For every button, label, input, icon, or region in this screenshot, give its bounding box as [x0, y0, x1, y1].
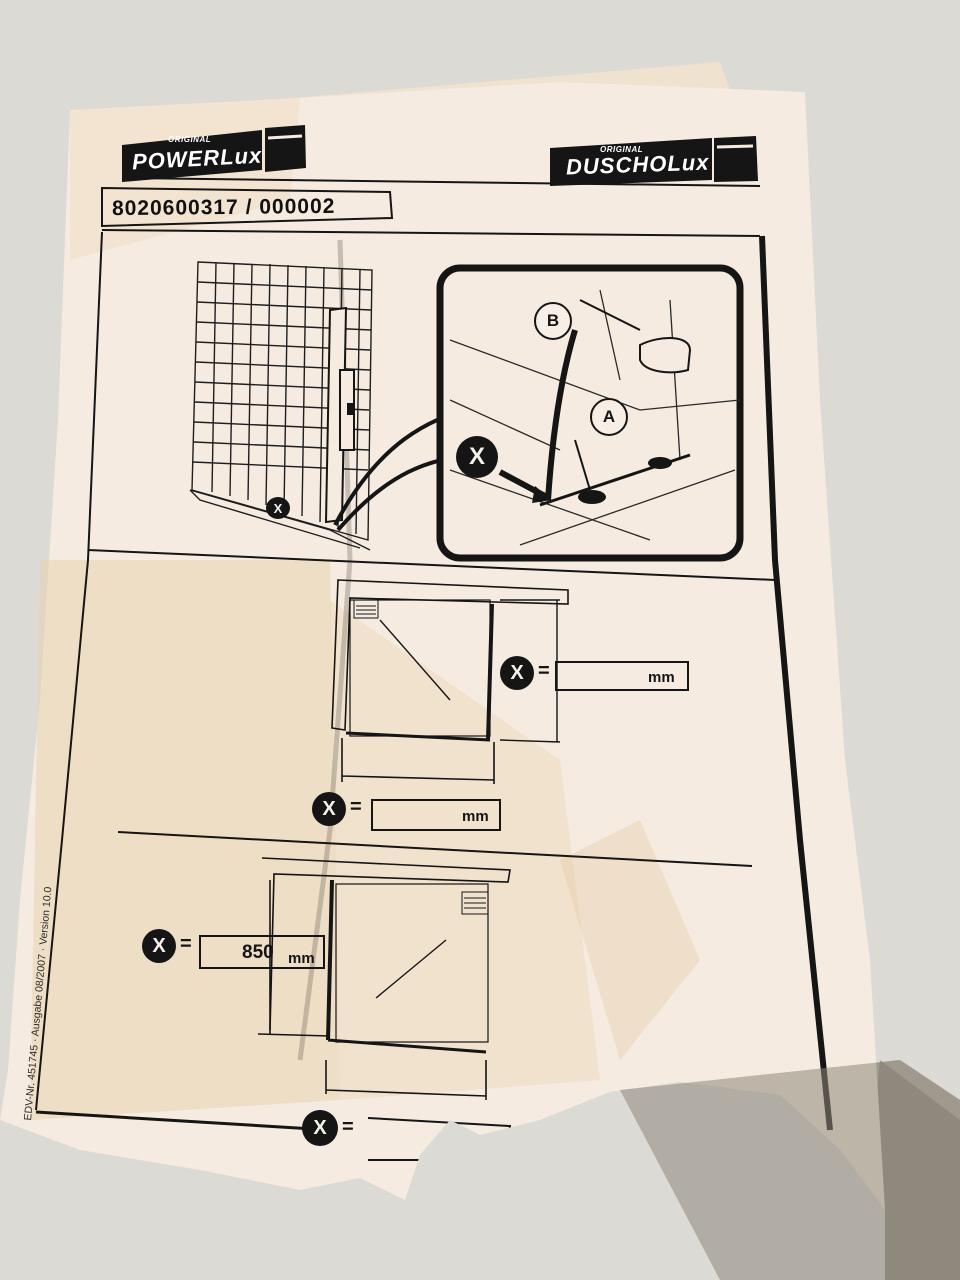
measure-4-label: X — [302, 1110, 338, 1146]
measure-box-3 — [199, 935, 325, 969]
logo-right-original: ORIGINAL — [600, 145, 644, 154]
measure-3-equals: = — [180, 933, 192, 955]
hand-b-icon — [639, 337, 692, 374]
shower-door-profile — [324, 306, 355, 524]
callout-x-detail: X — [456, 436, 498, 478]
measure-2-label: X — [312, 792, 346, 826]
measure-box-2 — [371, 799, 501, 831]
seal-strip-b — [545, 329, 578, 501]
measure-3-unit: mm — [288, 950, 315, 967]
measure-box-1 — [555, 661, 689, 691]
measure-1-unit: mm — [648, 669, 675, 686]
plan-diagram-1 — [331, 579, 689, 831]
article-code: 8020600317 / 000002 — [111, 194, 336, 221]
logo-right-name: DUSCHOLux — [565, 149, 710, 180]
measure-3-value: 850 — [242, 942, 274, 963]
logo-left — [122, 125, 306, 182]
measure-2-equals: = — [350, 796, 362, 818]
callout-a: A — [590, 398, 628, 436]
measure-1-equals: = — [538, 660, 550, 682]
logo-right — [550, 136, 758, 186]
article-code-box — [101, 186, 394, 228]
measure-1-label: X — [500, 656, 534, 690]
detail-panel-floor — [449, 289, 741, 546]
hand-a-icon — [574, 439, 591, 491]
measure-2-unit: mm — [462, 808, 489, 825]
callout-b: B — [534, 302, 572, 340]
frame-right-edge — [759, 235, 833, 1131]
logo-left-original: ORIGINAL — [168, 135, 212, 144]
arrow-icon — [532, 486, 552, 503]
plan-diagram-2 — [199, 857, 512, 1161]
callout-x-small: X — [266, 497, 290, 519]
measure-4-equals: = — [342, 1116, 354, 1138]
measure-3-label: X — [142, 929, 176, 963]
